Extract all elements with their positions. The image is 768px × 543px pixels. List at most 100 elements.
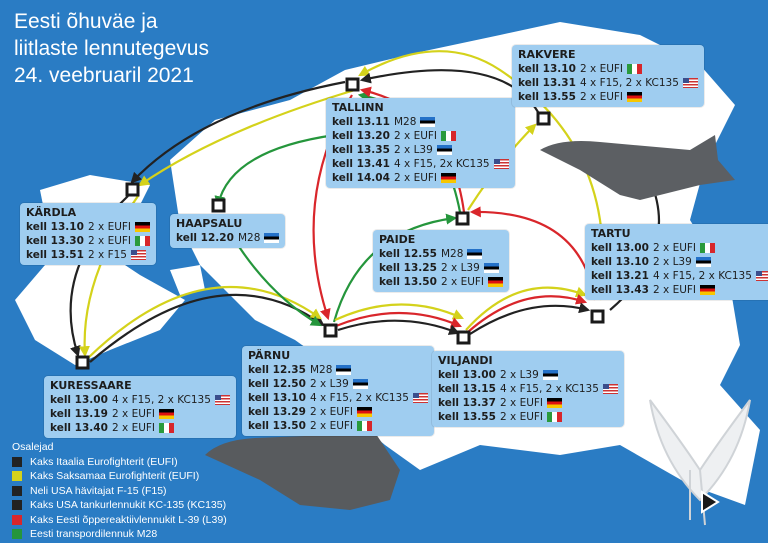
route-line <box>130 80 346 184</box>
legend-item: Eesti transpordilennuk M28 <box>12 527 227 542</box>
marker-tallinn <box>345 77 360 92</box>
event-aircraft: 2 x L39 <box>441 262 480 274</box>
event-time: kell 13.51 <box>26 249 84 261</box>
title-date: 24. veebruaril 2021 <box>14 64 194 87</box>
flag-ee-icon <box>467 249 483 259</box>
event-aircraft: 4 x F15, 2x KC135 <box>394 158 490 170</box>
air-force-eagle-emblem <box>649 399 751 526</box>
flag-de-icon <box>700 285 716 295</box>
flight-event: kell 13.19 2 x EUFI <box>50 407 230 421</box>
event-aircraft: 2 x EUFI <box>310 406 354 418</box>
legend-swatch <box>12 529 22 540</box>
event-time: kell 13.00 <box>50 394 108 406</box>
flag-ee-icon <box>542 370 558 380</box>
event-time: kell 13.00 <box>591 242 649 254</box>
event-time: kell 13.10 <box>248 392 306 404</box>
event-time: kell 13.10 <box>591 256 649 268</box>
legend: Osalejad Kaks Itaalia Eurofighterit (EUF… <box>12 440 227 542</box>
event-time: kell 12.20 <box>176 232 234 244</box>
flag-de-icon <box>547 398 563 408</box>
flag-de-icon <box>135 222 151 232</box>
event-time: kell 13.20 <box>332 130 390 142</box>
title-line: liitlaste lennutegevus <box>14 37 209 60</box>
event-time: kell 13.11 <box>332 116 390 128</box>
flag-us-icon <box>493 159 509 169</box>
flag-ee-icon <box>264 233 280 243</box>
location-name: PAIDE <box>379 233 416 246</box>
event-time: kell 13.41 <box>332 158 390 170</box>
flight-event: kell 13.20 2 x EUFI <box>332 129 509 143</box>
legend-label: Kaks Eesti õppereaktiivlennukit L-39 (L3… <box>30 513 227 526</box>
event-time: kell 13.35 <box>332 144 390 156</box>
event-time: kell 13.40 <box>50 422 108 434</box>
marker-tartu <box>590 309 605 324</box>
event-aircraft: 2 x EUFI <box>653 284 697 296</box>
legend-item: Neli USA hävitajat F-15 (F15) <box>12 484 227 499</box>
flag-ee-icon <box>336 365 352 375</box>
event-aircraft: 2 x EUFI <box>500 397 544 409</box>
marker-kardla <box>125 182 140 197</box>
event-time: kell 13.19 <box>50 408 108 420</box>
legend-swatch <box>12 471 22 482</box>
flag-ee-icon <box>420 117 436 127</box>
flight-event: kell 13.40 2 x EUFI <box>50 421 230 435</box>
location-name: KURESSAARE <box>50 379 132 392</box>
legend-item: Kaks Saksamaa Eurofighterit (EUFI) <box>12 469 227 484</box>
legend-label: Kaks Saksamaa Eurofighterit (EUFI) <box>30 470 200 482</box>
flag-us-icon <box>412 393 428 403</box>
flag-it-icon <box>547 412 563 422</box>
route-line <box>467 294 588 333</box>
location-markers <box>75 77 605 370</box>
event-time: kell 13.43 <box>591 284 649 296</box>
location-name: KÄRDLA <box>26 206 77 219</box>
legend-title: Osalejad <box>12 441 54 453</box>
location-name: HAAPSALU <box>176 217 243 230</box>
event-aircraft: 2 x EUFI <box>310 420 354 432</box>
flag-de-icon <box>488 277 504 287</box>
saaremaa-island <box>15 245 185 365</box>
event-time: kell 13.15 <box>438 383 496 395</box>
route-line <box>214 133 336 208</box>
marker-paide <box>455 211 470 226</box>
flag-it-icon <box>357 421 373 431</box>
event-aircraft: 2 x L39 <box>394 144 433 156</box>
flight-event: kell 13.35 2 x L39 <box>332 143 509 157</box>
flight-event: kell 13.41 4 x F15, 2x KC135 <box>332 157 509 171</box>
flight-event: kell 12.35 M28 <box>248 363 428 377</box>
event-aircraft: M28 <box>310 364 333 376</box>
flight-event: kell 13.50 2 x EUFI <box>248 419 428 433</box>
event-aircraft: 2 x EUFI <box>394 130 438 142</box>
legend-item: Kaks USA tankurlennukit KC-135 (KC135) <box>12 498 227 513</box>
legend-swatch <box>12 485 22 496</box>
event-aircraft: 2 x EUFI <box>580 91 624 103</box>
route-line <box>337 319 461 335</box>
event-time: kell 13.50 <box>248 420 306 432</box>
event-aircraft: 2 x EUFI <box>112 408 156 420</box>
event-time: kell 13.50 <box>379 276 437 288</box>
flight-event: kell 13.10 2 x EUFI <box>518 62 698 76</box>
event-time: kell 13.55 <box>438 411 496 423</box>
event-aircraft: 2 x EUFI <box>112 422 156 434</box>
event-time: kell 13.10 <box>518 63 576 75</box>
marker-haapsalu <box>211 198 226 213</box>
event-time: kell 13.29 <box>248 406 306 418</box>
event-time: kell 12.35 <box>248 364 306 376</box>
event-aircraft: 2 x EUFI <box>580 63 624 75</box>
flag-it-icon <box>627 64 643 74</box>
flag-it-icon <box>441 131 457 141</box>
